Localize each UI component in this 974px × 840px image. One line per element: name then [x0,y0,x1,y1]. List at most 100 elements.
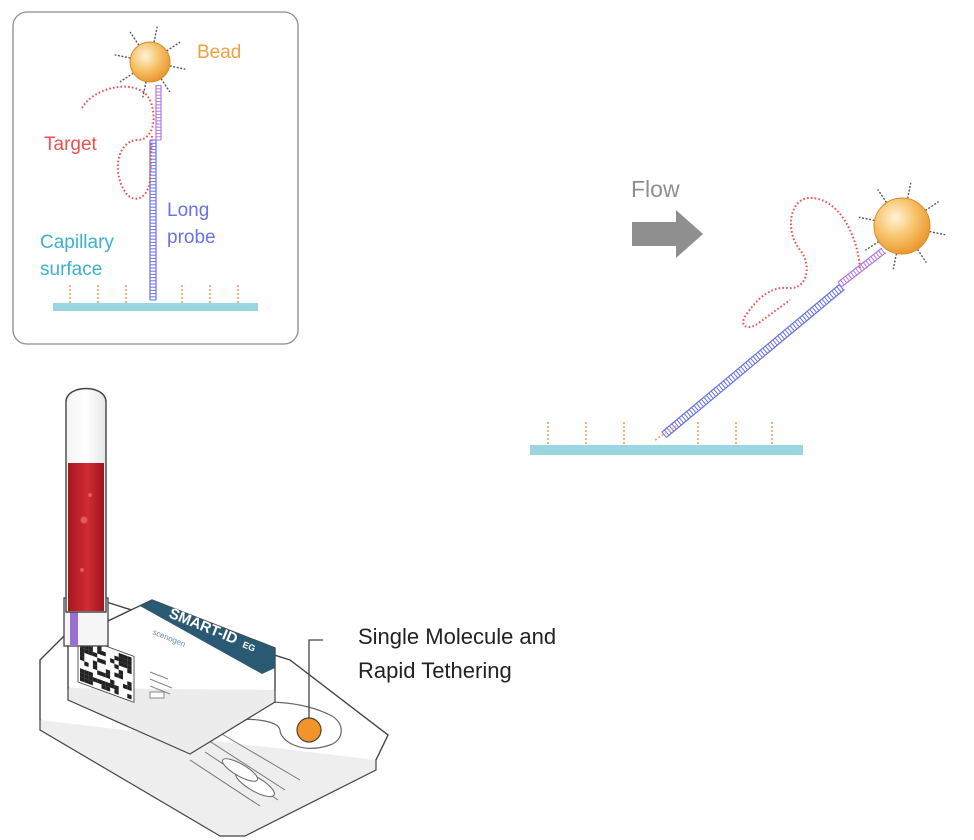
flow-indicator: Flow [631,176,703,258]
qr-module [105,673,111,680]
tilted-probe-rung [809,308,815,315]
tilted-probe-rung [833,288,840,295]
callout-line1: Single Molecule and [358,624,556,649]
tube-sample-line [70,612,78,646]
tilted-probe-rung [764,345,771,352]
tilted-probe-tip-rung [857,266,863,272]
tilted-probe-rung [693,405,699,412]
tilted-probe-rung [762,347,768,354]
tilted-probe-tip-rung [847,273,853,280]
tethered-assembly [530,182,946,455]
bead-spike [924,201,940,212]
qr-module [88,671,93,678]
blood-bubble-2 [88,493,92,497]
qr-module [84,673,89,680]
tilted-probe-rung [691,407,697,414]
tilted-probe-rung [772,339,778,346]
tilted-probe-rung [828,292,835,299]
bead-label: Bead [197,42,241,63]
capillary-surface-label-line2: surface [40,259,102,280]
bead [114,26,186,98]
qr-module [110,679,115,685]
tilted-probe-rung [824,296,830,303]
tilted-probe-rung [774,337,781,344]
qr-module [88,675,93,682]
tilted-probe-rung [715,386,721,393]
well-2 [221,758,259,782]
tilted-probe-rung [718,384,724,391]
tilted-probe-rung [752,355,758,363]
qr-module [97,657,102,664]
tilted-probe-rung [782,331,788,338]
qr-module [114,689,119,695]
bead-spike [892,253,898,270]
qr-module [110,683,115,690]
anchor-capture [654,425,677,441]
tilted-probe-rung [779,333,785,340]
tilted-probe-tip-rung [865,260,870,266]
tilted-probe-tip-rung [880,248,886,254]
inset-panel: Bead Target Long probe Capillary surface [12,11,299,345]
tilted-probe-tip-rung [878,250,883,256]
qr-module [127,693,132,700]
long-probe-label-line1: Long [167,200,209,221]
bead-spike [166,41,181,52]
flow-arrow-icon [632,210,703,258]
qr-module [127,668,132,675]
tilted-probe-rung [735,370,741,377]
tilted-probe-tip-rung [850,271,855,278]
target-label: Target [44,134,98,155]
qr-module [80,647,85,653]
tilted-probe-rung [757,351,763,358]
qr-module [110,658,115,664]
tilted-probe-rung [720,382,726,389]
tilted-probe-rung [686,411,692,418]
qr-module [101,650,106,657]
tilted-probe-rung [708,392,714,399]
bead-spike [858,216,875,222]
qr-module [114,684,119,691]
bead-spike [153,26,158,43]
tilted-probe-rung [696,403,702,410]
tilted-probe-rung [811,306,817,313]
capture-probes [69,285,239,303]
tilted-probe-tip-rung [875,252,881,258]
tilted-probe-rung [804,313,810,320]
qr-module [80,655,85,662]
qr-module [84,678,89,684]
tilted-probe-tip-rung [845,275,850,282]
tilted-probe-rung [794,321,800,328]
tilted-probe-rung [784,329,790,336]
tilted-probe-tip-rung [870,256,875,262]
tilted-probe-rung [723,380,729,387]
tilted-probe-tip-rung [842,277,848,284]
tilted-probe-rung [742,364,749,371]
qr-module [118,673,124,680]
bead-spike [114,54,131,59]
tilted-probe-rung [732,372,739,379]
tilted-probe-rung [713,388,719,395]
bead-spike [916,248,927,264]
qr-module [97,670,102,676]
qr-module [92,651,98,658]
qr-module [118,661,124,667]
qr-module [97,678,102,685]
qr-module [118,652,124,659]
tilted-probe-rung [796,319,803,326]
tilted-probe-rung [688,409,694,416]
flow-label: Flow [631,176,680,202]
qr-module [84,661,89,668]
callout-line2: Rapid Tethering [358,658,512,683]
qr-module [80,676,85,683]
tilted-probe-rung [816,302,822,309]
tilted-probe-rung [789,325,795,332]
tilted-probe-tip-rung [837,281,843,288]
bead-spike [169,65,186,70]
qr-module [127,655,132,662]
tilted-probe-rung [760,349,766,356]
qr-module [114,655,119,662]
qr-module [101,684,106,691]
tilted-probe-rung [737,368,744,375]
qr-module [118,657,124,663]
tilted-probe-rung [705,394,712,401]
